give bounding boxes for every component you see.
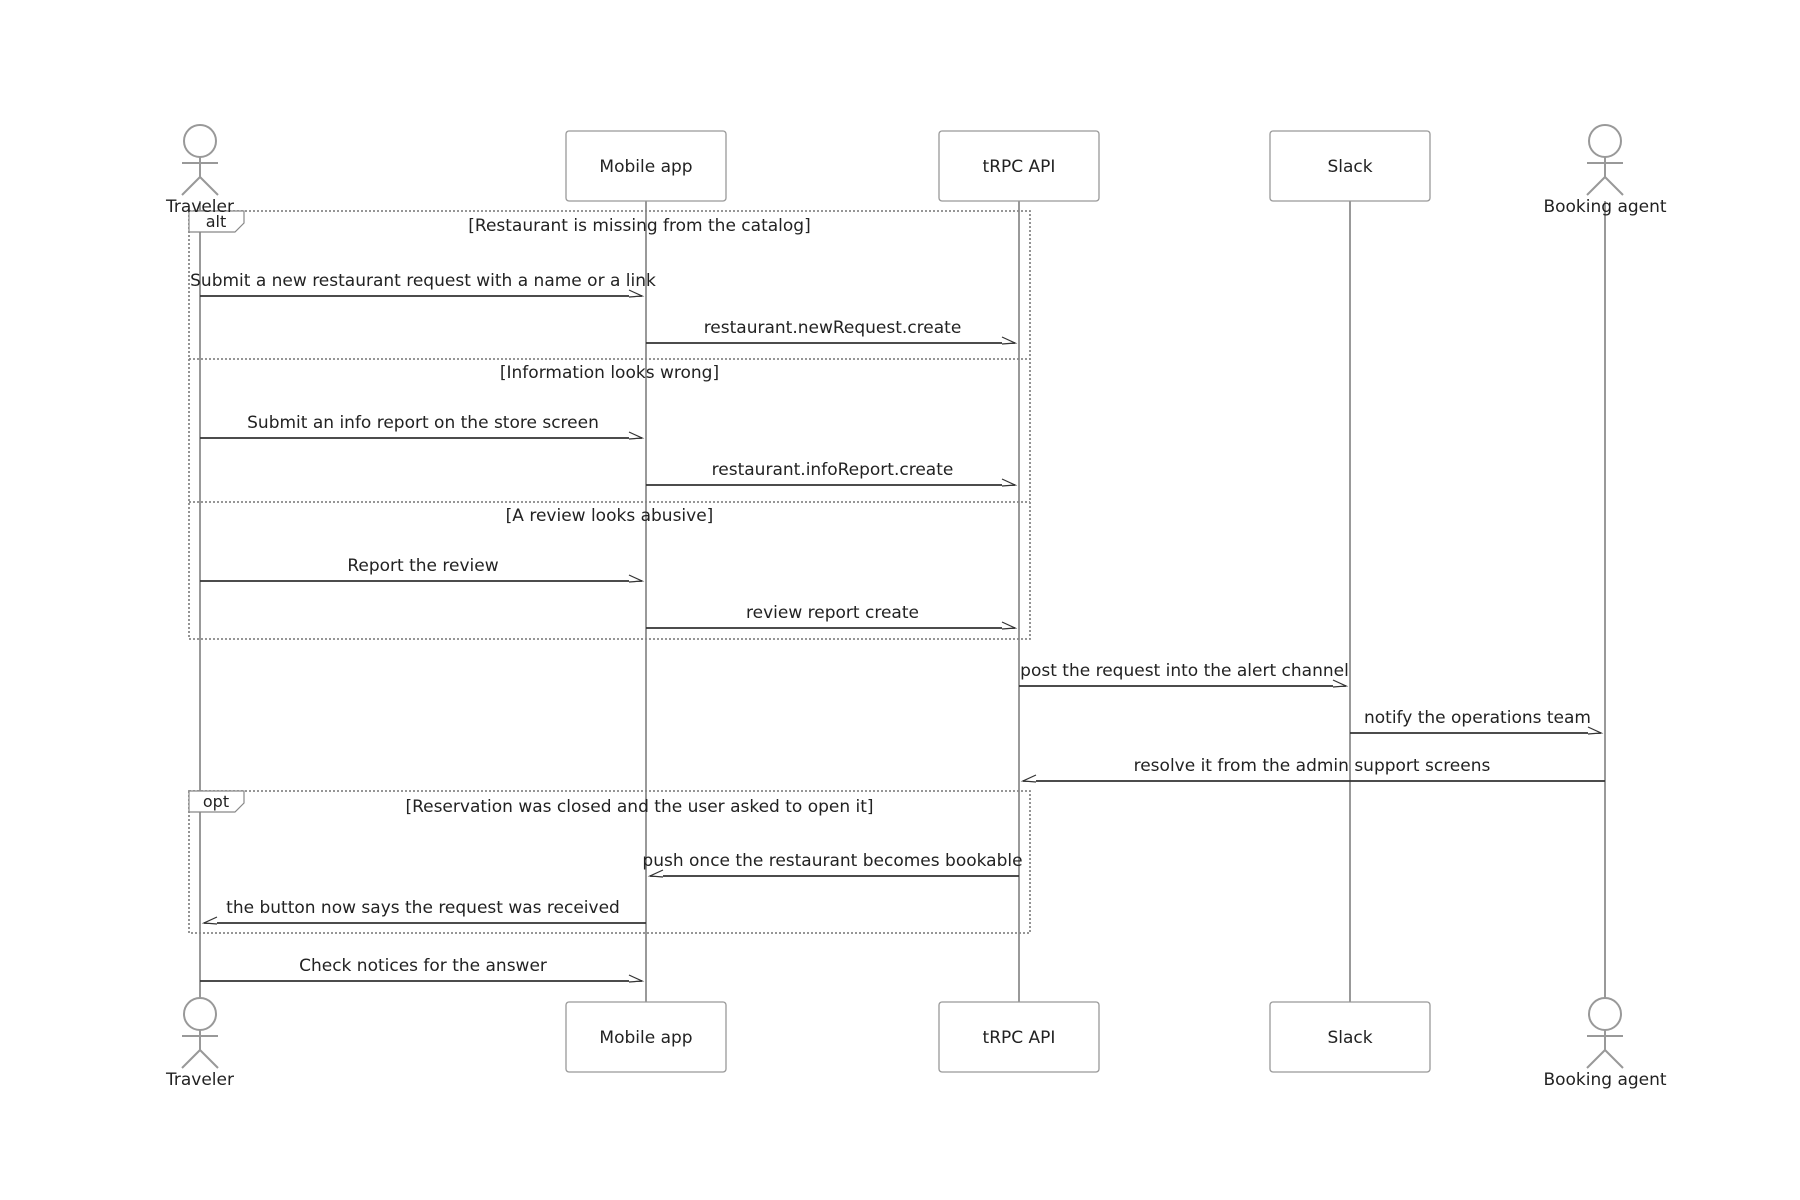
message-label: push once the restaurant becomes bookabl… xyxy=(642,851,1022,871)
participant-slack-bottom: Slack xyxy=(1269,1001,1431,1073)
message-post-alert: post the request into the alert channel xyxy=(1019,661,1349,688)
message-opt-0: push once the restaurant becomes bookabl… xyxy=(642,851,1023,878)
message-label: post the request into the alert channel xyxy=(1020,661,1349,681)
participant-box xyxy=(1269,1001,1431,1073)
messages: Submit a new restaurant request with a n… xyxy=(190,271,1605,983)
fragment-border xyxy=(188,210,1031,640)
fragment-condition: [Information looks wrong] xyxy=(500,363,719,383)
fragment-kind-label: alt xyxy=(206,212,227,231)
message-check-notices: Check notices for the answer xyxy=(200,956,645,983)
fragment-tab xyxy=(188,210,245,233)
arrowhead-icon xyxy=(1020,774,1037,783)
actor-traveler-top: Traveler xyxy=(165,124,234,217)
actor-label: Booking agent xyxy=(1543,1070,1666,1090)
actor-label: Traveler xyxy=(165,1070,234,1090)
message-label: review report create xyxy=(746,603,919,623)
message-notify-ops: notify the operations team xyxy=(1350,708,1604,735)
participant-label: Slack xyxy=(1327,157,1372,177)
message-alt-2-0: Report the review xyxy=(200,556,645,583)
participant-trpc-top: tRPC API xyxy=(938,130,1100,202)
arrowhead-icon xyxy=(1001,336,1018,345)
arrowhead-icon xyxy=(628,974,645,983)
participant-label: Mobile app xyxy=(599,157,692,177)
arrowhead-icon xyxy=(1001,478,1018,487)
arrowhead-icon xyxy=(628,574,645,583)
message-label: restaurant.infoReport.create xyxy=(712,460,954,480)
message-alt-1-0: Submit an info report on the store scree… xyxy=(200,413,645,440)
message-label: restaurant.newRequest.create xyxy=(704,318,962,338)
fragment-condition: [Restaurant is missing from the catalog] xyxy=(468,216,810,236)
actor-traveler-bottom: Traveler xyxy=(165,997,234,1090)
actor-agent-top: Booking agent xyxy=(1543,124,1667,217)
arrowhead-icon xyxy=(1587,726,1604,735)
participant-label: tRPC API xyxy=(983,1028,1056,1048)
message-label: Report the review xyxy=(347,556,498,576)
participant-mobile-top: Mobile app xyxy=(565,130,727,202)
person-icon xyxy=(181,997,219,1069)
person-icon xyxy=(1586,997,1624,1069)
message-alt-0-0: Submit a new restaurant request with a n… xyxy=(190,271,656,298)
arrowhead-icon xyxy=(647,869,664,878)
participant-mobile-bottom: Mobile app xyxy=(565,1001,727,1073)
arrowhead-icon xyxy=(1332,679,1349,688)
message-alt-2-1: review report create xyxy=(646,603,1018,630)
arrowhead-icon xyxy=(628,289,645,298)
lifelines xyxy=(199,201,1606,1002)
message-label: Submit an info report on the store scree… xyxy=(247,413,599,433)
fragment-border xyxy=(188,790,1031,934)
participant-slack-top: Slack xyxy=(1269,130,1431,202)
arrowhead-icon xyxy=(628,431,645,440)
participant-box xyxy=(1269,130,1431,202)
participant-box xyxy=(565,130,727,202)
person-icon xyxy=(1586,124,1624,196)
message-label: resolve it from the admin support screen… xyxy=(1134,756,1491,776)
fragment-condition: [A review looks abusive] xyxy=(506,506,714,526)
arrowhead-icon xyxy=(201,916,218,925)
actor-label: Booking agent xyxy=(1543,197,1666,217)
participant-trpc-bottom: tRPC API xyxy=(938,1001,1100,1073)
message-label: Check notices for the answer xyxy=(299,956,547,976)
participant-box xyxy=(938,1001,1100,1073)
participant-label: Mobile app xyxy=(599,1028,692,1048)
actor-label: Traveler xyxy=(165,197,234,217)
message-opt-1: the button now says the request was rece… xyxy=(201,898,646,925)
message-label: Submit a new restaurant request with a n… xyxy=(190,271,656,291)
message-alt-1-1: restaurant.infoReport.create xyxy=(646,460,1018,487)
participant-label: Slack xyxy=(1327,1028,1372,1048)
fragment-tab xyxy=(188,790,245,813)
actor-agent-bottom: Booking agent xyxy=(1543,997,1667,1090)
participant-box xyxy=(938,130,1100,202)
person-icon xyxy=(181,124,219,196)
message-alt-0-1: restaurant.newRequest.create xyxy=(646,318,1018,345)
fragment-frames: alt [Restaurant is missing from the catal… xyxy=(188,210,1031,934)
arrowhead-icon xyxy=(1001,621,1018,630)
message-resolve: resolve it from the admin support screen… xyxy=(1020,756,1605,783)
participant-box xyxy=(565,1001,727,1073)
fragment-opt: opt [Reservation was closed and the user … xyxy=(188,790,1031,934)
message-label: the button now says the request was rece… xyxy=(226,898,620,918)
fragment-condition: [Reservation was closed and the user ask… xyxy=(405,797,873,817)
participant-label: tRPC API xyxy=(983,157,1056,177)
fragment-alt: alt [Restaurant is missing from the catal… xyxy=(188,210,1031,640)
fragment-kind-label: opt xyxy=(203,792,229,811)
message-label: notify the operations team xyxy=(1364,708,1591,728)
